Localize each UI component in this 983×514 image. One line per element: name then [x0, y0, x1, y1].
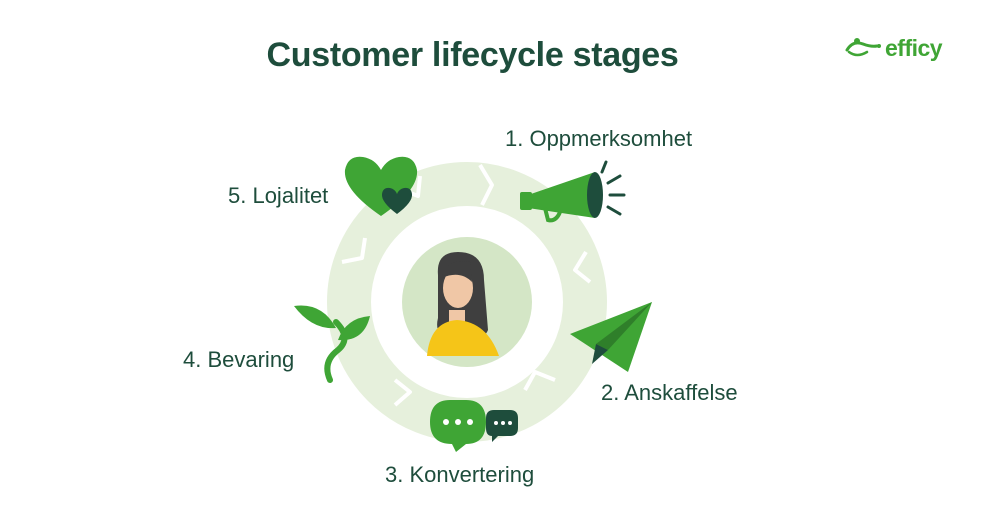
efficy-logo: efficy — [843, 34, 943, 62]
logo-mark-icon — [845, 38, 881, 57]
stage-label-5: 5. Lojalitet — [228, 183, 329, 208]
stage-label-2: 2. Anskaffelse — [601, 380, 738, 405]
page-title: Customer lifecycle stages — [266, 36, 679, 74]
stage-label-3: 3. Konvertering — [385, 462, 535, 487]
person-avatar-icon — [427, 252, 499, 356]
stage-label-4: 4. Bevaring — [183, 347, 295, 372]
stage-label-1: 1. Oppmerksomhet — [505, 126, 693, 151]
chat-bubbles-icon — [430, 400, 518, 452]
paper-plane-icon — [570, 302, 652, 372]
hearts-icon — [344, 156, 418, 216]
sprout-icon — [294, 305, 370, 383]
megaphone-icon — [520, 160, 626, 223]
ring-arrow-separators — [341, 163, 592, 407]
logo-text: efficy — [885, 34, 943, 61]
